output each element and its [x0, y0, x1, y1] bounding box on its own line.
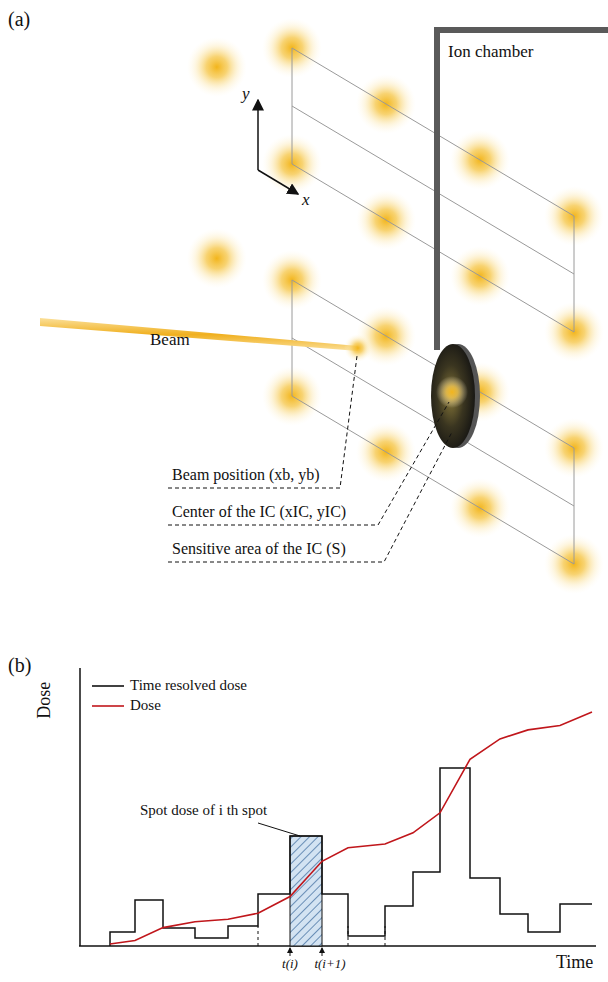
ion-chamber-stem: [437, 30, 608, 350]
label: (b): [8, 654, 31, 677]
bin-divider: [258, 926, 259, 946]
grid-line: [292, 106, 574, 274]
label: Beam: [150, 330, 190, 350]
time-resolved-dose-line: [110, 768, 592, 946]
label: Center of the IC (xIC, yIC): [172, 503, 346, 521]
t-i1-tick: [322, 948, 323, 956]
label: Dose: [34, 682, 55, 719]
callout-leaders: [168, 356, 452, 562]
spot-on-chamber: [436, 376, 468, 408]
legend-text: Dose: [130, 697, 161, 714]
bin-divider: [348, 926, 349, 946]
grid-line: [292, 338, 574, 506]
beam: [40, 318, 358, 351]
legend-sample-red: [92, 705, 124, 707]
label: Spot dose of i th spot: [140, 802, 267, 819]
y-axis-arrow: [257, 100, 259, 170]
dose-line: [110, 712, 592, 944]
chart-series: [110, 712, 592, 946]
ion-chamber-disk: [431, 344, 475, 448]
label: (a): [8, 8, 30, 31]
chart-axes: [79, 668, 596, 946]
beam-position-glow: [344, 334, 372, 362]
beam-spot: [187, 228, 247, 288]
bin-divider: [385, 926, 386, 946]
label: Ion chamber: [448, 42, 533, 62]
label: Time: [556, 952, 593, 973]
legend-sample-black: [92, 685, 124, 687]
label: x: [302, 190, 310, 210]
label: Beam position (xb, yb): [172, 466, 320, 484]
label: t(i): [282, 957, 298, 972]
label: y: [242, 84, 250, 104]
grid-outline: [292, 280, 574, 564]
spot-dose-leader: [258, 823, 300, 836]
label: t(i+1): [314, 957, 345, 972]
legend-text: Time resolved dose: [130, 677, 247, 694]
x-axis-arrow: [258, 170, 298, 194]
beam-spot: [187, 37, 247, 97]
scan-grid-lines: [292, 48, 574, 564]
label: Sensitive area of the IC (S): [172, 540, 346, 558]
grid-outline: [292, 48, 574, 332]
t-i-tick: [290, 948, 291, 956]
